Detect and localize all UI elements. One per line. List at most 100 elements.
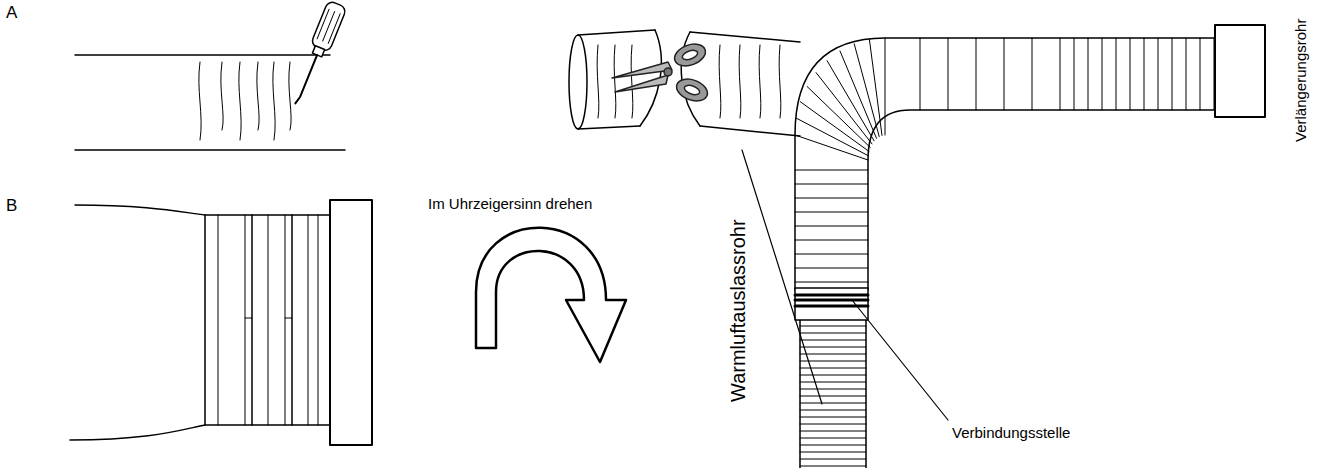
drawing-stroke (1060, 38, 1061, 110)
drawing-stroke (597, 45, 599, 118)
drawing-stroke (251, 215, 253, 425)
drawing-stroke (1186, 38, 1187, 110)
drawing-stroke (800, 320, 866, 468)
drawing-stroke (672, 40, 709, 70)
part-name: Warmluftauslassrohr (727, 219, 750, 402)
drawing-stroke (795, 282, 868, 283)
drawing-stroke (330, 200, 372, 445)
drawing-stroke (800, 459, 866, 460)
drawing-stroke (920, 38, 921, 110)
panel-letter: B (6, 196, 17, 216)
drawing-stroke (800, 368, 866, 369)
drawing-stroke (800, 326, 866, 327)
drawing-stroke (795, 268, 868, 269)
drawing-stroke (614, 45, 616, 118)
instruction-text: Im Uhrzeigersinn drehen (428, 195, 592, 212)
drawing-stroke (1088, 38, 1089, 110)
drawing-stroke (800, 431, 866, 432)
drawing-stroke (795, 170, 868, 171)
drawing-stroke (739, 45, 741, 118)
drawing-stroke (245, 215, 246, 425)
drawing-stroke (1215, 25, 1265, 117)
rotation-arrow (476, 228, 626, 362)
panel-letter: A (6, 3, 17, 23)
drawing-stroke (245, 318, 292, 319)
drawing-stroke (800, 396, 866, 397)
drawing-stroke (800, 347, 866, 348)
leader-line (742, 150, 822, 404)
drawing-stroke (795, 288, 868, 320)
drawing-stroke (759, 45, 761, 118)
drawing-stroke (257, 62, 259, 130)
drawing-stroke (674, 75, 711, 105)
drawing-stroke (885, 38, 886, 135)
drawing-stroke (221, 62, 223, 130)
drawing-stroke (690, 32, 800, 136)
drawing-stroke (800, 361, 866, 362)
drawing-stroke (800, 375, 866, 376)
drawing-stroke (795, 198, 868, 199)
drawing-stroke (285, 215, 286, 425)
drawing-stroke (1074, 38, 1075, 110)
drawing-stroke (795, 295, 868, 306)
drawing-stroke (205, 215, 318, 425)
drawing-stroke (800, 417, 866, 418)
drawing-stroke (796, 118, 868, 156)
scissors (612, 40, 710, 105)
drawing-stroke (569, 35, 587, 129)
drawing-stroke (273, 62, 275, 140)
drawing-stroke (289, 62, 291, 130)
screwdriver (288, 0, 347, 108)
drawing-stroke (295, 54, 317, 104)
drawing-stroke (795, 38, 1215, 290)
drawing-stroke (310, 0, 347, 52)
drawing-stroke (795, 240, 868, 241)
drawing-stroke (1214, 38, 1215, 110)
drawing-stroke (612, 62, 672, 78)
drawing-stroke (597, 45, 781, 118)
drawing-stroke (681, 49, 699, 62)
pipe-assembly (795, 25, 1265, 468)
drawing-stroke (800, 452, 866, 453)
drawing-stroke (800, 354, 866, 355)
drawing-stroke (1130, 38, 1131, 110)
drawing-stroke (239, 62, 241, 140)
drawing-stroke (800, 382, 866, 383)
drawing-stroke (75, 205, 330, 215)
drawing-stroke (268, 215, 269, 425)
hose-cut (569, 30, 800, 136)
drawing-stroke (70, 425, 330, 440)
drawing-stroke (1200, 38, 1201, 110)
drawing-stroke (795, 254, 868, 255)
drawing-stroke (683, 84, 701, 97)
drawing-stroke (664, 68, 672, 76)
hose-pierce (75, 0, 347, 150)
drawing-stroke (800, 389, 866, 390)
drawing-stroke (800, 333, 866, 334)
drawing-stroke (795, 184, 868, 185)
drawing-stroke (1158, 38, 1159, 110)
drawing-stroke (318, 215, 319, 425)
part-name: Verlängerungsrohr (1292, 19, 1309, 142)
drawing-stroke (719, 45, 721, 118)
drawing-stroke (204, 215, 206, 425)
drawing-stroke (800, 403, 866, 404)
drawing-stroke (807, 87, 870, 148)
drawing-stroke (948, 38, 949, 110)
drawing-stroke (800, 424, 866, 425)
drawing-stroke (317, 9, 340, 43)
drawing-stroke (840, 51, 877, 138)
drawing-stroke (800, 445, 866, 446)
drawing-stroke (1172, 38, 1173, 110)
drawing-stroke (827, 61, 874, 141)
drawing-stroke (308, 215, 309, 425)
hose-adapter (70, 200, 372, 445)
drawing-stroke (854, 44, 879, 137)
drawing-stroke (795, 226, 868, 227)
part-name: Verbindungsstelle (952, 424, 1070, 441)
drawing-stroke (631, 45, 633, 118)
drawing-stroke (1116, 38, 1117, 110)
drawing-stroke (75, 54, 330, 56)
